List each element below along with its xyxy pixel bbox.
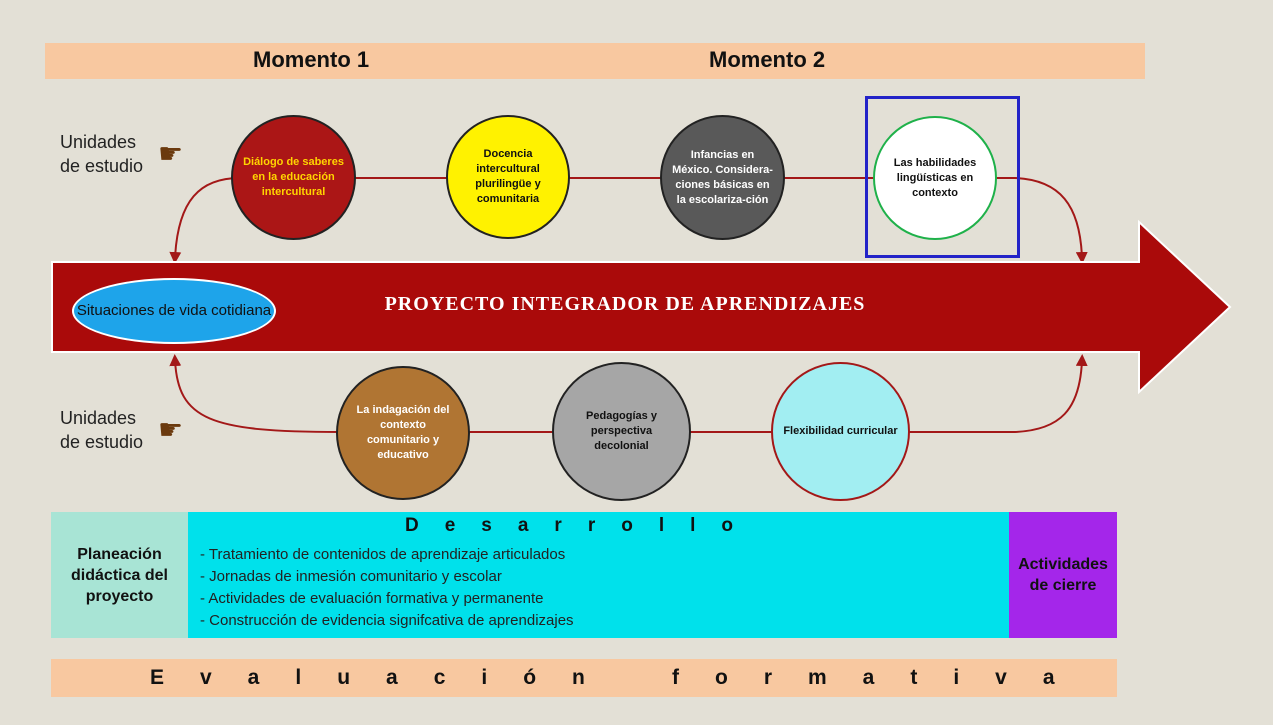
arrow-title: PROYECTO INTEGRADOR DE APRENDIZAJES xyxy=(384,293,866,315)
list-item: - Tratamiento de contenidos de aprendiza… xyxy=(200,546,566,563)
big-arrow xyxy=(51,219,1232,395)
unit-circle-dialogo: Diálogo de saberes en la educación inter… xyxy=(231,115,356,240)
evaluation-word-1: Evaluación xyxy=(150,666,621,689)
list-item: - Construcción de evidencia signifcativa… xyxy=(200,612,574,629)
highlight-box xyxy=(865,96,1020,258)
unit-circle-docencia: Docencia intercultural plurilingüe y com… xyxy=(446,115,570,239)
evaluation-band xyxy=(51,659,1117,697)
pointing-hand-icon: ☛ xyxy=(158,138,184,169)
evaluation-word-2: formativa xyxy=(672,666,1091,689)
moment-2-label: Momento 2 xyxy=(709,47,826,72)
moments-band xyxy=(45,43,1145,79)
panel-cierre: Actividades de cierre xyxy=(1009,512,1117,638)
unit-circle-indagacion: La indagación del contexto comunitario y… xyxy=(336,366,470,500)
list-item: - Jornadas de inmesión comunitario y esc… xyxy=(200,568,502,585)
moment-1-label: Momento 1 xyxy=(253,47,370,72)
list-item: - Actividades de evaluación formativa y … xyxy=(200,590,544,607)
desarrollo-list: - Tratamiento de contenidos de aprendiza… xyxy=(200,544,574,632)
desarrollo-title: Desarrollo xyxy=(405,515,759,536)
situaciones-ellipse: Situaciones de vida cotidiana xyxy=(72,278,276,344)
unit-circle-infancias: Infancias en México. Considera-ciones bá… xyxy=(660,115,785,240)
unit-circle-pedagogias: Pedagogías y perspectiva decolonial xyxy=(552,362,691,501)
panel-desarrollo xyxy=(188,512,1009,638)
unit-circle-flexibilidad: Flexibilidad curricular xyxy=(771,362,910,501)
unit-circle-habilidades: Las habilidades lingüísticas en contexto xyxy=(873,116,997,240)
pointing-hand-icon: ☛ xyxy=(158,414,184,445)
top-path-line xyxy=(169,177,1088,264)
panel-planeacion: Planeación didáctica del proyecto xyxy=(51,512,188,638)
